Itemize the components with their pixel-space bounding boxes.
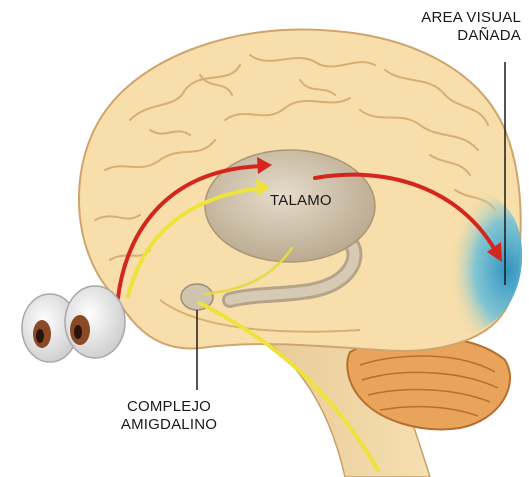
amygdala-label-line1: COMPLEJO: [104, 398, 234, 416]
eyes: [22, 286, 125, 362]
amygdala-label-line2: AMIGDALINO: [104, 416, 234, 434]
visual-area-label: AREA VISUAL DAÑADA: [421, 9, 521, 45]
thalamus-label: TALAMO: [270, 192, 332, 210]
visual-area-label-line2: DAÑADA: [421, 27, 521, 45]
amygdala-label: COMPLEJO AMIGDALINO: [104, 398, 234, 434]
damaged-visual-area: [424, 188, 522, 339]
visual-area-label-line1: AREA VISUAL: [421, 9, 521, 27]
